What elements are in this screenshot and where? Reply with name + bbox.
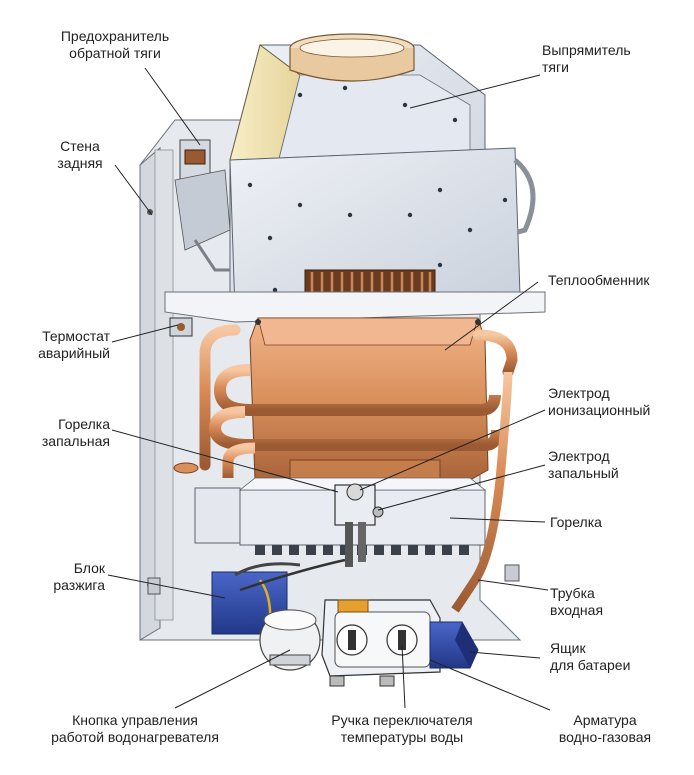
- heat-exchanger: [173, 317, 518, 481]
- pilot-burner: [334, 483, 384, 567]
- label-burner: Горелка: [550, 514, 602, 530]
- label-heat-exchanger: Теплообменник: [548, 272, 650, 288]
- control-button: [259, 609, 321, 671]
- inlet-pipe: [451, 371, 513, 613]
- backdraft-guard: [174, 139, 231, 272]
- draft-diverter: [164, 33, 546, 323]
- leader-lines: [107, 67, 551, 711]
- thermostat: [169, 317, 193, 337]
- water-gas-valve: [321, 599, 441, 687]
- battery-box: [429, 621, 479, 669]
